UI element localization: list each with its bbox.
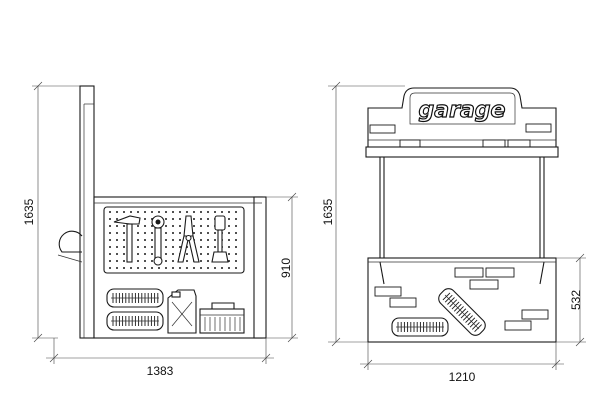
right-bracket xyxy=(539,261,545,285)
counter-bricks xyxy=(374,267,549,331)
garage-logo-text: garage xyxy=(419,98,506,123)
side-view: 1635 xyxy=(22,81,298,378)
front-lower-height-label: 532 xyxy=(569,290,583,310)
side-handle xyxy=(58,230,83,253)
front-width-label: 1210 xyxy=(449,370,476,384)
side-width-label: 1383 xyxy=(147,364,174,378)
screwdriver-icon xyxy=(211,215,229,263)
toolbox-icon xyxy=(199,302,245,334)
wrench-icon xyxy=(151,215,165,266)
pliers-icon xyxy=(177,215,200,263)
side-counter-height-label: 910 xyxy=(279,258,293,278)
canopy-bar xyxy=(365,146,559,158)
left-bracket xyxy=(379,261,385,285)
side-width-dimension: 1383 xyxy=(46,338,274,378)
counter-side-edge xyxy=(253,196,267,339)
garage-sign: garage xyxy=(367,87,557,148)
hammer-icon xyxy=(113,215,141,263)
tyre-stack xyxy=(106,288,164,331)
front-height-label: 1635 xyxy=(321,198,335,225)
front-tyres xyxy=(391,288,486,337)
front-width-dimension: 1210 xyxy=(360,342,564,384)
jerrycan-icon xyxy=(167,289,197,334)
side-counter-height-dimension: 910 xyxy=(266,192,298,343)
front-view: 1635 garage xyxy=(321,81,586,384)
side-height-dimension: 1635 xyxy=(22,81,80,343)
side-height-label: 1635 xyxy=(22,198,36,225)
back-post xyxy=(79,85,95,339)
front-lower-height-dimension: 532 xyxy=(556,253,586,347)
front-height-dimension: 1635 xyxy=(321,81,405,347)
